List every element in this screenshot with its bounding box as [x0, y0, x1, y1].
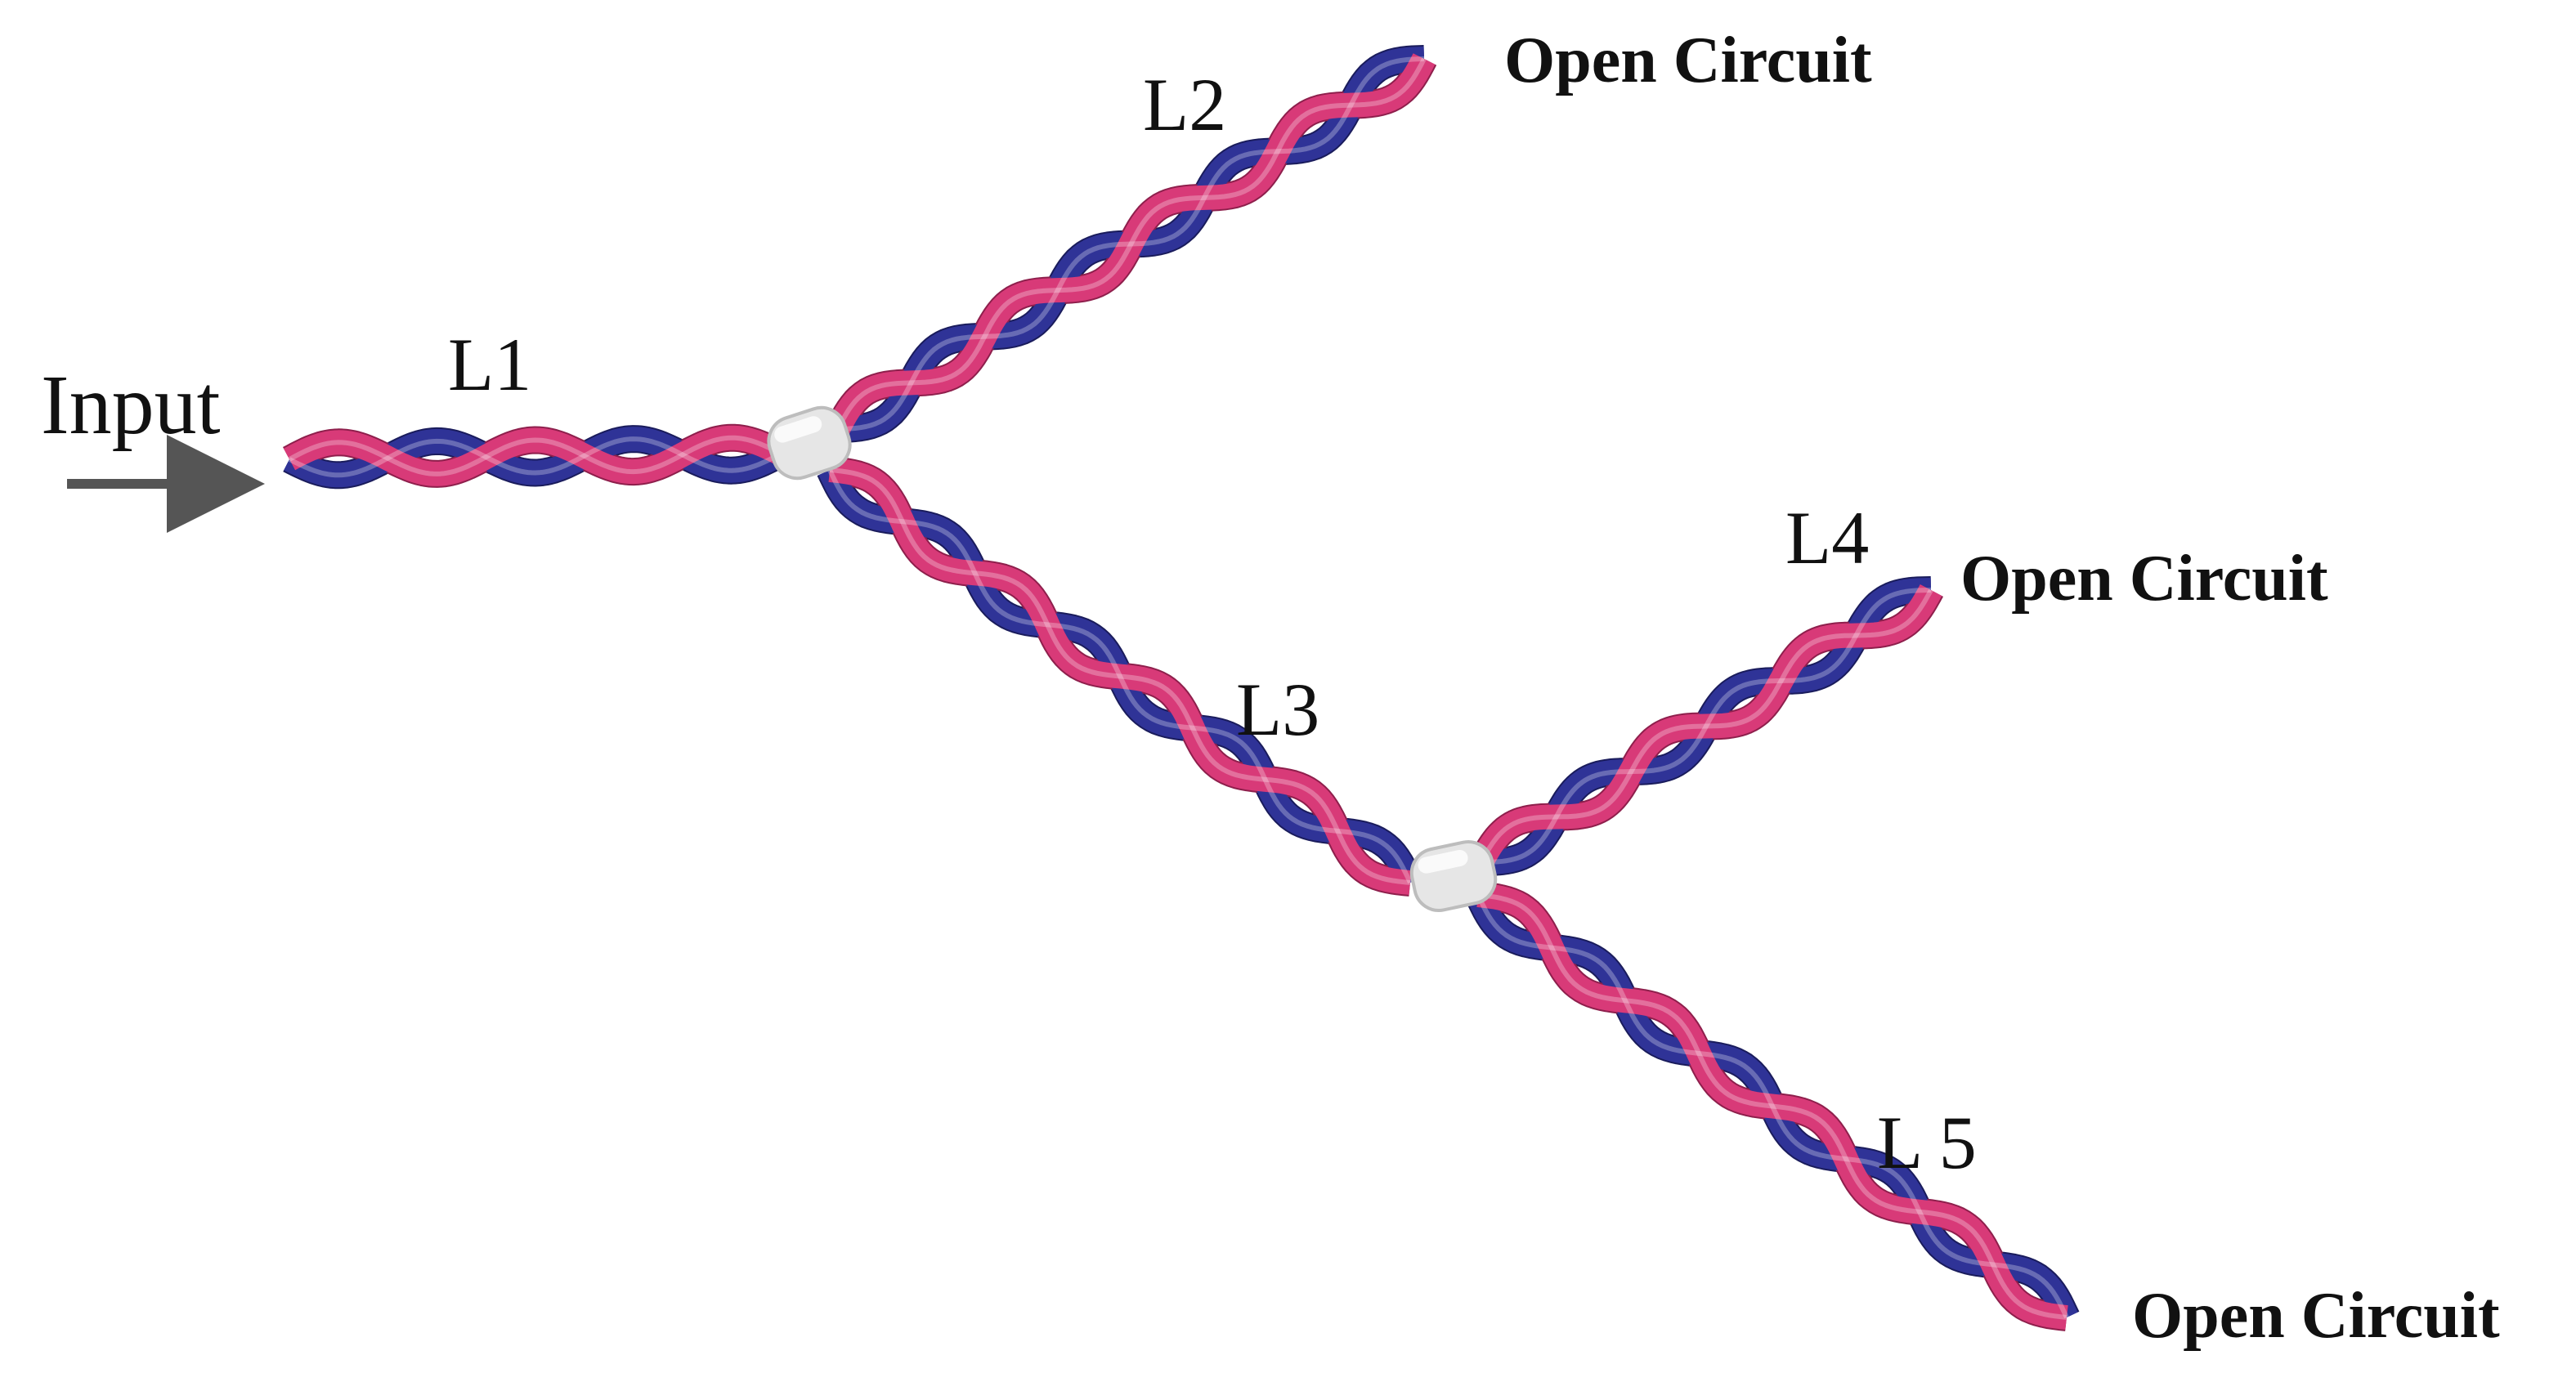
segment-label-l3: L3	[1236, 668, 1320, 751]
segment-label-l1: L1	[448, 323, 532, 406]
twisted-pair-segment-l4	[1468, 576, 1944, 876]
twisted-pair-segment-l1	[279, 423, 791, 490]
open-circuit-label-l5: Open Circuit	[2132, 1280, 2500, 1352]
twisted-pair-segment-l3	[817, 456, 1423, 897]
twisted-pair-segment-l5	[1465, 881, 2080, 1331]
segment-label-l2: L2	[1143, 63, 1227, 146]
segment-label-l4: L4	[1785, 496, 1870, 579]
cable-junction-icon	[1409, 840, 1498, 912]
cable-junction-icon	[767, 405, 852, 481]
twisted-pair-segment-l2	[825, 45, 1437, 443]
input-label: Input	[41, 358, 221, 452]
segment-label-l5: L 5	[1877, 1101, 1977, 1184]
open-circuit-label-l2: Open Circuit	[1504, 25, 1872, 96]
open-circuit-label-l4: Open Circuit	[1960, 543, 2328, 615]
